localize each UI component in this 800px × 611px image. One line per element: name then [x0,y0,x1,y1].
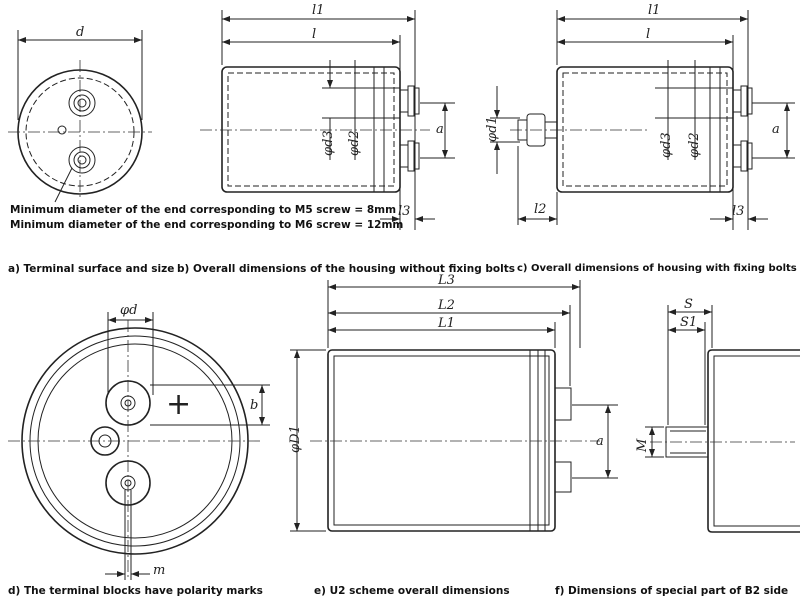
terminal-upper-icon [68,89,96,117]
caption-d: d) The terminal blocks have polarity mar… [8,585,263,597]
dim-L1: L1 [437,316,455,331]
dim-a: a [436,122,444,137]
dim-phi-d1: φd1 [485,116,500,142]
dim-m: m [153,563,165,578]
caption-c: c) Overall dimensions of housing with fi… [517,263,797,274]
dim-l-c: l [646,27,650,42]
terminal-lower-icon [68,146,96,174]
note-m5-screw: Minimum diameter of the end correspondin… [10,204,397,216]
dim-phi-d2: φd2 [347,130,362,156]
panel-e-u2-scheme: L3 L2 L1 φD1 a [288,273,618,532]
vent-hole-icon [57,125,67,135]
dim-phi-D1: φD1 [288,425,303,453]
dim-a-c: a [772,122,780,137]
dim-d: d [76,25,84,40]
dim-a-e: a [596,434,604,449]
dim-S: S [684,297,693,312]
dim-S1: S1 [680,315,697,330]
dim-phi-d2-c: φd2 [687,132,702,158]
dim-M: M [635,438,650,453]
dim-phi-d3-c: φd3 [659,132,674,158]
dim-phi-d: φd [120,303,137,318]
dim-l3-c: l3 [732,204,744,219]
dim-l: l [312,27,316,42]
panel-d-polarity-marks: + φd b m [8,303,270,580]
panel-c-housing-with-bolts: l1 l φd1 l2 φd3 φd2 a l3 [485,3,795,230]
dim-L2: L2 [437,298,455,313]
dim-l1: l1 [312,3,324,18]
note-m6-screw: Minimum diameter of the end correspondin… [10,219,404,231]
leader-line [54,167,73,203]
dim-l3: l3 [398,204,410,219]
caption-a: a) Terminal surface and size [8,263,175,275]
dim-l2: l2 [534,202,546,217]
caption-b: b) Overall dimensions of the housing wit… [177,263,515,275]
panel-a-terminal-surface: d [8,25,152,203]
caption-f: f) Dimensions of special part of B2 side [555,585,789,597]
dim-b: b [250,398,258,413]
center-stud-icon [90,426,120,456]
negative-terminal-icon [105,460,151,506]
dim-phi-d3: φd3 [321,130,336,156]
positive-terminal-icon [105,380,151,426]
dim-L3: L3 [437,273,455,288]
panel-b-housing-without-bolts: l1 l a φd3 φd2 l3 [200,3,455,230]
plus-polarity-mark: + [166,387,191,422]
dim-l1-c: l1 [648,3,660,18]
panel-f-b2-side: S S1 M [635,297,800,533]
caption-e: e) U2 scheme overall dimensions [314,585,510,597]
